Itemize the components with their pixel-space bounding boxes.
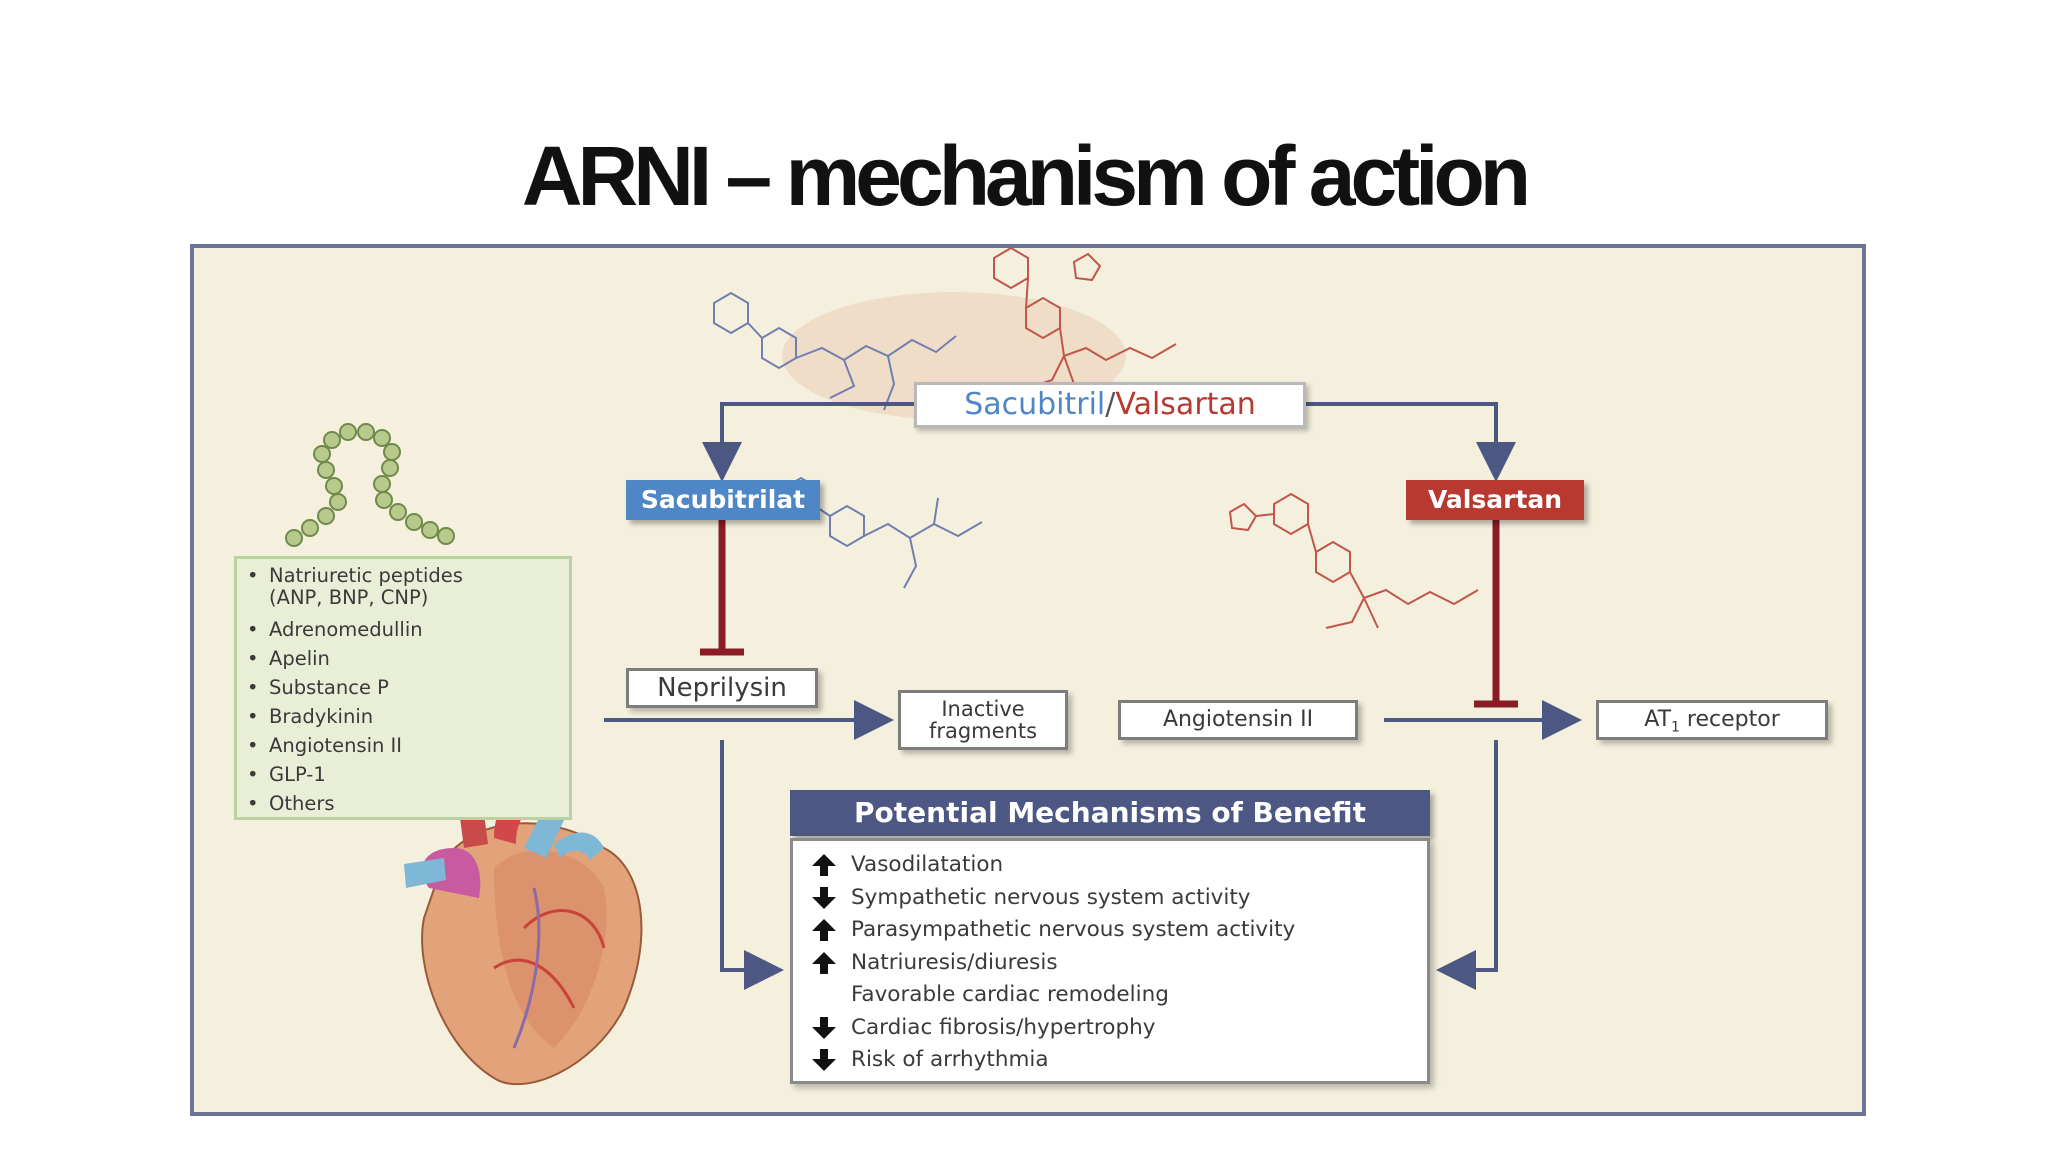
- complex-molecule-icon: [713, 291, 957, 411]
- benefit-item: Cardiac fibrosis/hypertrophy: [812, 1012, 1427, 1045]
- benefit-item: Parasympathetic nervous system activity: [812, 914, 1427, 947]
- arrow-down-icon: [812, 1016, 836, 1039]
- neprilysin-box: Neprilysin: [626, 668, 818, 708]
- at1-receptor-box: AT1 receptor: [1596, 700, 1828, 740]
- valsartan-molecule-icon: [1228, 492, 1479, 629]
- heart-illustration: [404, 776, 643, 1086]
- benefit-text: Vasodilatation: [851, 852, 1004, 877]
- arrow-neprilysin-to-benefits: [720, 740, 784, 990]
- arrow-up-icon: [812, 854, 836, 876]
- benefit-text: Cardiac fibrosis/hypertrophy: [851, 1014, 1156, 1040]
- complex-molecule-red-part: [993, 248, 1177, 389]
- benefit-item: Vasodilatation: [812, 849, 1427, 882]
- benefit-item: Risk of arrhythmia: [812, 1044, 1427, 1077]
- header-separator: /: [1105, 387, 1116, 422]
- benefit-item: Favorable cardiac remodeling: [851, 979, 1427, 1012]
- arrow-down-icon: [812, 886, 836, 909]
- list-item: Bradykinin: [247, 702, 559, 731]
- list-item: GLP-1: [247, 760, 559, 789]
- connector-left-branch: [702, 402, 914, 482]
- benefits-title: Potential Mechanisms of Benefit: [790, 790, 1430, 836]
- arrow-down-icon: [812, 1049, 836, 1071]
- peptide-chain-icon: [285, 423, 455, 547]
- list-item: Others: [247, 789, 559, 818]
- slide-title: ARNI – mechanism of action: [521, 129, 1531, 223]
- benefit-item: Natriuresis/diuresis: [812, 947, 1427, 980]
- arrow-up-icon: [812, 919, 836, 941]
- benefit-text: Favorable cardiac remodeling: [851, 982, 1169, 1007]
- valsartan-header-label: Valsartan: [1115, 387, 1256, 422]
- natriuretic-peptides-list: Natriuretic peptides(ANP, BNP, CNP) Adre…: [234, 556, 572, 820]
- arrow-up-icon: [812, 951, 836, 974]
- list-item: Apelin: [247, 644, 559, 673]
- sacubitril-label: Sacubitril: [964, 387, 1106, 422]
- list-item: Adrenomedullin: [247, 615, 559, 644]
- list-item: Natriuretic peptides(ANP, BNP, CNP): [247, 565, 559, 615]
- sacubitrilat-tag: Sacubitrilat: [626, 480, 820, 520]
- benefit-text: Risk of arrhythmia: [851, 1047, 1049, 1072]
- benefit-text: Sympathetic nervous system activity: [851, 884, 1251, 910]
- valsartan-tag: Valsartan: [1406, 480, 1584, 520]
- list-item: Substance P: [247, 673, 559, 702]
- angiotensin-ii-box: Angiotensin II: [1118, 700, 1358, 740]
- connector-right-branch: [1306, 402, 1516, 482]
- inactive-fragments-box: Inactive fragments: [898, 690, 1068, 750]
- benefit-text: Natriuresis/diuresis: [851, 949, 1058, 975]
- drug-combination-header: Sacubitril/Valsartan: [914, 382, 1306, 428]
- list-item: Angiotensin II: [247, 731, 559, 760]
- benefit-text: Parasympathetic nervous system activity: [851, 917, 1296, 942]
- diagram-panel: Sacubitril/Valsartan Sacubitrilat Valsar…: [190, 244, 1866, 1116]
- benefit-item: Sympathetic nervous system activity: [812, 882, 1427, 915]
- arrow-valsartan-to-benefits: [1436, 740, 1498, 990]
